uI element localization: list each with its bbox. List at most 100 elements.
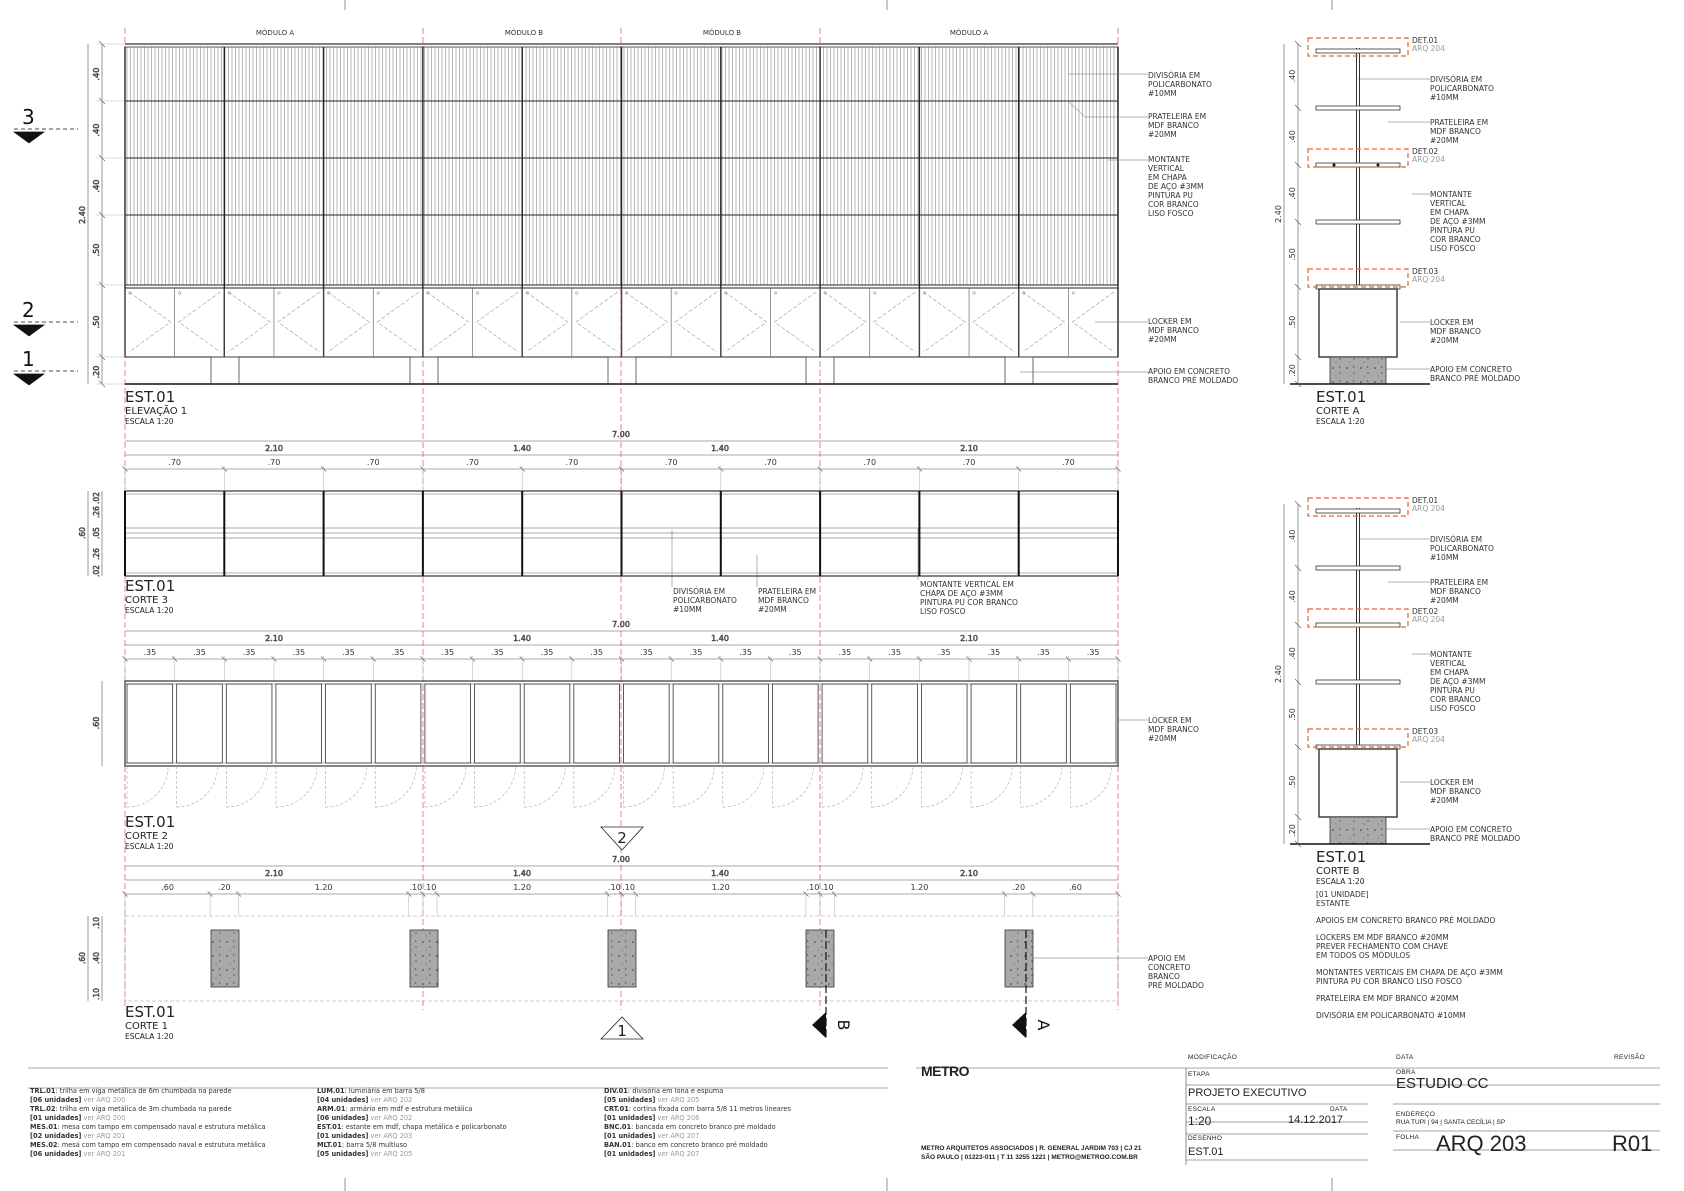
dim-tick <box>1294 500 1302 508</box>
locker-knob <box>823 291 827 295</box>
dim-tick <box>1294 743 1302 751</box>
level-marker-3: 3 <box>22 105 35 129</box>
locker-knob <box>376 291 380 295</box>
legend-item-qty: [06 unidades] ver ARQ 202 <box>317 1114 413 1122</box>
shelf-bracket <box>1332 163 1336 167</box>
detail-callout-label: DET.02 <box>1412 607 1438 616</box>
legend-item-qty: [01 unidades] ver ARQ 203 <box>317 1132 413 1140</box>
etapa-value: PROJETO EXECUTIVO <box>1188 1087 1307 1099</box>
locker-door-arc <box>573 765 616 808</box>
locker-section <box>1318 288 1398 358</box>
locker-knob <box>674 291 678 295</box>
office-logo: METRO <box>921 1063 970 1079</box>
locker-door-swing <box>376 291 420 353</box>
dim-label: .35 <box>739 648 752 657</box>
locker-knob <box>873 291 877 295</box>
detail-callout-label: DET.03 <box>1412 267 1438 276</box>
dim-label: .50 <box>1288 708 1297 721</box>
dim-label: .35 <box>640 648 653 657</box>
locker-box <box>474 683 521 764</box>
section-marker-1: 1 <box>600 1016 644 1040</box>
detail-callout-label: DET.02 <box>1412 147 1438 156</box>
elevation-1 <box>124 43 1119 385</box>
drawing-titles: EST.01 ELEVAÇÃO 1 ESCALA 1:20 EST.01 COR… <box>125 388 1366 1041</box>
dim-label: .10 <box>409 883 422 892</box>
shelf <box>1315 48 1401 54</box>
dim-label: .35 <box>839 648 852 657</box>
locker-box <box>374 683 422 764</box>
dim-label: .70 <box>466 458 479 467</box>
revisao-value: R01 <box>1612 1131 1653 1156</box>
locker-door-swing <box>128 291 172 353</box>
locker-box <box>722 683 769 764</box>
corteB-scale: ESCALA 1:20 <box>1316 877 1365 886</box>
shelf <box>1315 508 1401 514</box>
locker-door-arc <box>424 765 467 808</box>
level-marker-1: 1 <box>22 347 35 371</box>
svg-text:MONTANTES VERTICAIS EM CHAPA D: MONTANTES VERTICAIS EM CHAPA DE AÇO #3MM <box>1316 968 1503 977</box>
c3-total: 7.00 <box>612 430 630 439</box>
locker-door-arc <box>623 765 665 808</box>
dim-label: .35 <box>491 648 504 657</box>
corte-3: 7.00 2.10 1.40 1.40 2.10 .70.70.70.70.70… <box>78 430 1121 616</box>
svg-text:1: 1 <box>617 1022 627 1040</box>
corte3-scale: ESCALA 1:20 <box>125 606 174 615</box>
locker-knob <box>327 291 331 295</box>
elev-dim-3: .40 <box>92 180 101 193</box>
dim-label: 1.20 <box>910 883 928 892</box>
dim-label: .70 <box>1062 458 1075 467</box>
dim-tick <box>1294 104 1302 112</box>
legend-item-qty: [01 unidades] ver ARQ 207 <box>604 1150 700 1158</box>
annot-divisoria-3: #10MM <box>1148 89 1177 98</box>
folha-label: FOLHA <box>1396 1134 1420 1141</box>
corte1-scale: ESCALA 1:20 <box>125 1032 174 1041</box>
locker-door-arc <box>176 765 219 808</box>
locker-door-swing <box>972 291 1015 353</box>
locker-door-swing <box>1022 291 1065 353</box>
dim-label: 1.20 <box>513 883 531 892</box>
dim-label: .35 <box>988 648 1001 657</box>
legend-col-2: LUM.01: luminária em barra 5/8 [04 unida… <box>317 1087 507 1159</box>
legend-item-qty: [05 unidades] ver ARQ 205 <box>317 1150 413 1158</box>
detail-callout-box <box>1307 608 1409 628</box>
dim-label: .50 <box>1288 316 1297 329</box>
shelf <box>1315 679 1401 685</box>
locker-knob <box>128 291 132 295</box>
locker-knob <box>227 291 231 295</box>
svg-text:PRATELEIRA EM MDF BRANCO #20MM: PRATELEIRA EM MDF BRANCO #20MM <box>1316 994 1458 1003</box>
corte2-dims: 7.00 2.10 1.40 1.40 2.10 .35.35.35.35.35… <box>122 620 1121 681</box>
svg-text:.40: .40 <box>92 952 101 964</box>
endereco-label: ENDEREÇO <box>1396 1111 1436 1118</box>
locker-door-swing <box>526 291 569 353</box>
corteA-code: EST.01 <box>1316 388 1366 406</box>
dim-label: .10 <box>622 883 635 892</box>
dim-label: 2.40 <box>1274 205 1283 223</box>
svg-text:2: 2 <box>617 829 627 847</box>
legend-item: ARM.01: armário em mdf e estrutura metál… <box>317 1105 473 1113</box>
svg-text:.60: .60 <box>78 952 87 964</box>
svg-text:.10: .10 <box>92 988 101 1000</box>
level-markers: 3 2 1 <box>12 105 78 386</box>
dim-label: .10 <box>608 883 621 892</box>
dim-label: .70 <box>665 458 678 467</box>
detail-callout-ref: ARQ 204 <box>1412 155 1445 164</box>
dim-label: .40 <box>1288 530 1297 543</box>
locker-door-arc <box>821 765 864 808</box>
legend-item: TRL.02: trilha em viga metálica de 3m ch… <box>30 1105 232 1113</box>
desenho-label: DESENHO <box>1188 1135 1223 1142</box>
locker-door-swing <box>823 291 867 353</box>
detail-callout-label: DET.03 <box>1412 727 1438 736</box>
svg-text:1.40: 1.40 <box>711 869 729 878</box>
locker-box <box>871 683 918 764</box>
legend-item-qty: [01 unidades] ver ARQ 206 <box>604 1114 700 1122</box>
section-marker-2: 2 <box>600 826 644 851</box>
locker-box <box>424 683 471 764</box>
module-label-3: MÓDULO B <box>703 28 741 37</box>
legend-item-qty: [06 unidades] ver ARQ 201 <box>30 1150 126 1158</box>
concrete-supports <box>210 929 1034 988</box>
